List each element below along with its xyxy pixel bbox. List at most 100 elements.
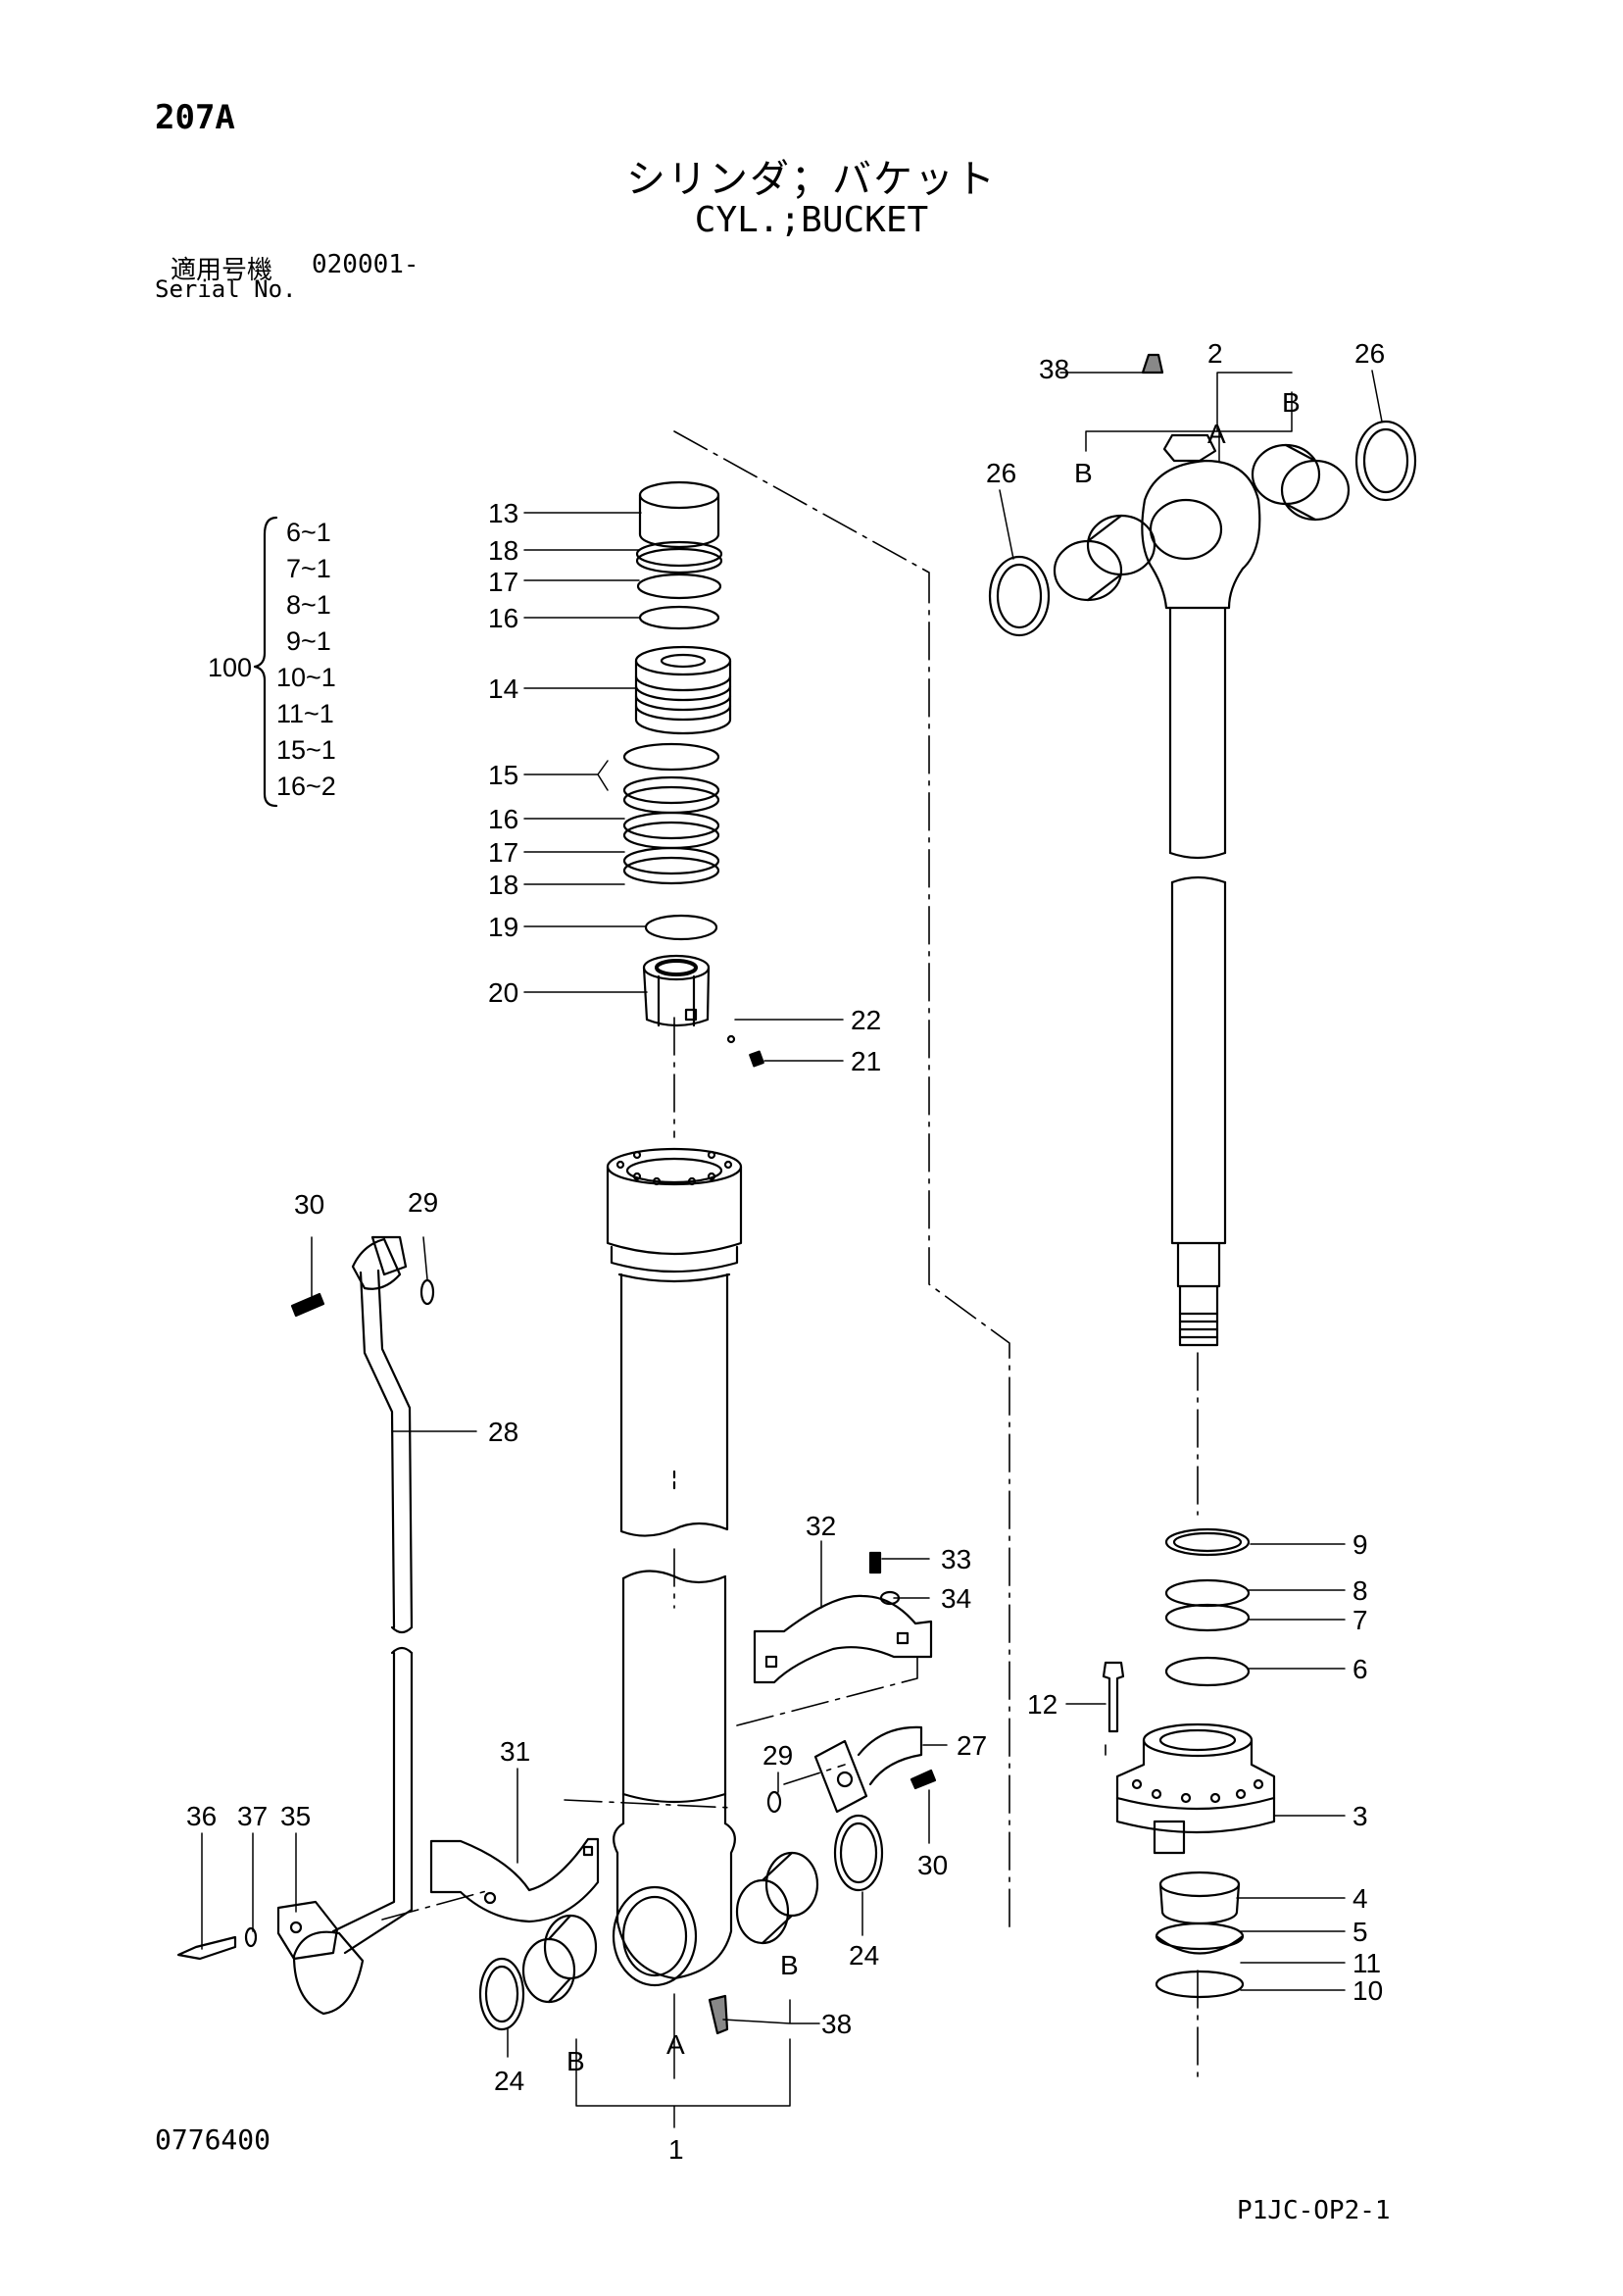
bolt-12 (1102, 1661, 1125, 1733)
kit-item: 16~2 (276, 772, 336, 801)
cylinder-tube-1 (606, 1147, 743, 1987)
kit-item: 10~1 (276, 663, 336, 692)
callout-31: 31 (500, 1736, 530, 1767)
callout-8: 8 (1352, 1575, 1368, 1606)
rod-letter-b-left: B (1074, 458, 1093, 488)
ring-19 (644, 914, 718, 941)
flange-27 (766, 1725, 937, 1814)
assembly-centerlines (381, 430, 1199, 2077)
rod-bushings-B (1053, 443, 1351, 602)
callout-22: 22 (851, 1005, 881, 1035)
piston-nut-20 (642, 954, 711, 1027)
callout-labels: 13 18 17 16 14 15 16 17 18 19 20 22 21 3… (186, 338, 1385, 2165)
set-screw-21 (749, 1050, 764, 1068)
callout-15: 15 (488, 760, 518, 790)
dust-seals-24 (478, 1814, 884, 2031)
page-number: 207A (155, 98, 235, 137)
clamp-32 (753, 1594, 933, 1684)
callout-14: 14 (488, 674, 518, 704)
serial-label-japanese: 適用号機 (171, 256, 273, 285)
callout-24: 24 (494, 2066, 524, 2096)
bushing-B-tube (521, 1851, 819, 2004)
callout-10: 10 (1352, 1975, 1383, 2006)
washer-37 (244, 1926, 258, 1948)
callout-11: 11 (1352, 1948, 1381, 1978)
grease-fitting-38-tube (708, 1994, 729, 2035)
tube-letter-b-left: B (566, 2046, 585, 2076)
callout-27: 27 (957, 1730, 987, 1761)
callout-2: 2 (1207, 338, 1223, 369)
page-code: P1JC-OP2-1 (1237, 2196, 1391, 2225)
rings-9-8-7-6 (1164, 1527, 1251, 1687)
seal-rings-18-17-16 (635, 540, 723, 630)
callout-35: 35 (280, 1801, 311, 1831)
piston-3 (1115, 1722, 1276, 1855)
piston-rod-2 (1141, 353, 1261, 1347)
serial-label-english: Serial No. (155, 275, 297, 303)
page-title-english: CYL.;BUCKET (694, 200, 929, 240)
dust-seals-26 (988, 420, 1417, 637)
bolt-33 (868, 1551, 882, 1574)
callout-26: 26 (986, 458, 1016, 488)
callout-18: 18 (488, 870, 518, 900)
kit-item: 8~1 (286, 590, 331, 620)
callout-13: 13 (488, 498, 518, 528)
seal-rings-15-16-17-18 (622, 742, 720, 885)
callout-37: 37 (237, 1801, 268, 1831)
page-title-japanese: シリンダ；バケット (626, 157, 997, 202)
callout-16: 16 (488, 603, 518, 633)
callout-16: 16 (488, 804, 518, 834)
callout-33: 33 (941, 1544, 971, 1574)
kit-item: 11~1 (276, 699, 334, 728)
cushion-14 (634, 645, 732, 735)
callout-9: 9 (1352, 1529, 1368, 1560)
callout-12: 12 (1027, 1689, 1057, 1720)
callout-24: 24 (849, 1940, 879, 1971)
kit-number: 100 (208, 653, 253, 682)
callout-36: 36 (186, 1801, 217, 1831)
tube-letter-a: A (666, 2029, 685, 2060)
callout-30: 30 (294, 1189, 324, 1220)
rings-4-5-11-10 (1155, 1871, 1245, 1999)
clamp-31 (429, 1837, 600, 1923)
bolt-36 (176, 1935, 237, 1961)
callout-32: 32 (806, 1511, 836, 1541)
flange-29-30 (290, 1235, 435, 1318)
callout-17: 17 (488, 837, 518, 868)
callout-26: 26 (1354, 338, 1385, 369)
drawing-code: 0776400 (155, 2123, 271, 2156)
rod-bushing-13 (638, 480, 720, 549)
callout-30: 30 (917, 1850, 948, 1880)
callout-3: 3 (1352, 1801, 1368, 1831)
callout-6: 6 (1352, 1654, 1368, 1684)
kit-item: 7~1 (286, 554, 331, 583)
callout-28: 28 (488, 1417, 518, 1447)
tube-letter-b-right: B (780, 1950, 799, 1980)
callout-18: 18 (488, 535, 518, 566)
rod-letter-a: A (1207, 419, 1226, 449)
callout-17: 17 (488, 567, 518, 597)
rod-letter-b-right: B (1282, 387, 1301, 418)
callout-7: 7 (1352, 1605, 1368, 1635)
kit-item: 9~1 (286, 626, 331, 656)
serial-number-value: 020001- (312, 250, 419, 279)
steel-ball-22 (726, 1034, 736, 1044)
callout-4: 4 (1352, 1883, 1368, 1914)
kit-item: 15~1 (276, 735, 336, 765)
leader-lines (201, 370, 1383, 2128)
callout-34: 34 (941, 1583, 971, 1614)
kit-brace (253, 516, 278, 808)
block-35 (276, 1900, 339, 1961)
kit-item: 6~1 (286, 518, 331, 547)
callout-19: 19 (488, 912, 518, 942)
callout-1: 1 (668, 2134, 684, 2165)
callout-38: 38 (1039, 354, 1069, 384)
callout-29: 29 (408, 1187, 438, 1218)
callout-21: 21 (851, 1046, 881, 1076)
callout-5: 5 (1352, 1917, 1368, 1947)
callout-38: 38 (821, 2009, 852, 2039)
pipe-28 (292, 1269, 414, 2016)
callout-29: 29 (762, 1740, 793, 1771)
callout-20: 20 (488, 977, 518, 1008)
